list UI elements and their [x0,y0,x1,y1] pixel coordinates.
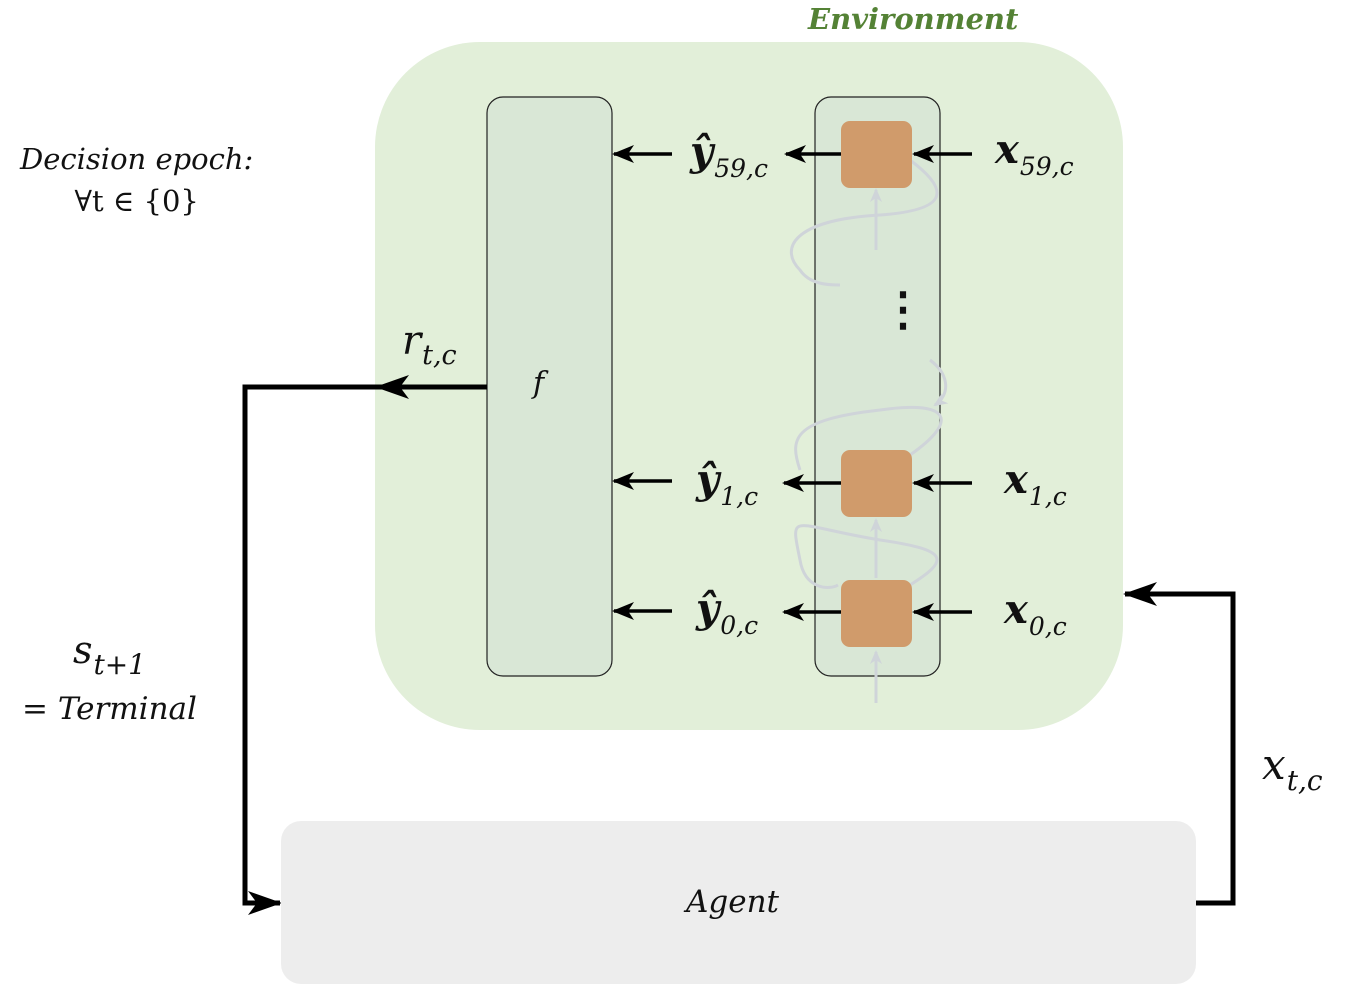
function-label: f [533,366,545,401]
output-y1: ŷ1,c [696,456,758,511]
state-line1: st+1 [22,628,197,687]
output-y59: ŷ59,c [690,128,768,183]
state-label: st+1 = Terminal [22,628,197,731]
action-subscript: t,c [1286,763,1323,797]
reward-symbol: r [402,318,422,364]
output-arrows [782,145,841,621]
input-x0: x0,c [1004,586,1067,641]
action-line [1123,582,1236,906]
reward-subscript: t,c [422,340,457,372]
rnn-cell-0 [841,580,912,647]
output-y1-symbol: ŷ [696,456,720,503]
output-y0-sub: 0,c [720,611,759,640]
state-subscript: t+1 [93,647,146,681]
output-y59-symbol: ŷ [690,128,714,175]
input-x59: x59,c [995,126,1074,181]
output-y1-sub: 1,c [720,482,759,511]
rnn-cell-1 [841,450,912,517]
input-x1: x1,c [1004,456,1067,511]
function-panel [486,96,613,677]
output-y59-sub: 59,c [714,154,769,183]
input-x1-sub: 1,c [1028,482,1067,511]
state-line2: = Terminal [22,690,197,727]
rnn-cell-59 [841,121,912,188]
ellipsis: ⋮ [880,282,926,336]
input-x59-sub: 59,c [1019,152,1074,181]
agent-label: Agent [686,884,779,920]
input-x0-symbol: x [1004,586,1028,633]
output-y0: ŷ0,c [696,585,758,640]
output-y0-symbol: ŷ [696,585,720,632]
decision-epoch-line2: ∀t ∈ {0} [74,184,199,218]
decision-epoch-line1: Decision epoch: [20,142,254,176]
action-label: xt,c [1262,740,1323,797]
action-symbol: x [1262,740,1286,789]
input-x0-sub: 0,c [1028,612,1067,641]
decision-epoch-label: Decision epoch: ∀t ∈ {0} [20,138,253,222]
state-symbol: s [72,628,93,672]
prediction-arrows [612,145,672,620]
input-x1-symbol: x [1004,456,1028,503]
state-feedback-line [242,384,377,915]
agent-box [281,821,1196,984]
environment-title: Environment [808,2,1019,36]
input-arrows [912,145,972,621]
recurrent-connections [790,158,949,703]
input-x59-symbol: x [995,126,1019,173]
reward-label: rt,c [402,318,457,371]
